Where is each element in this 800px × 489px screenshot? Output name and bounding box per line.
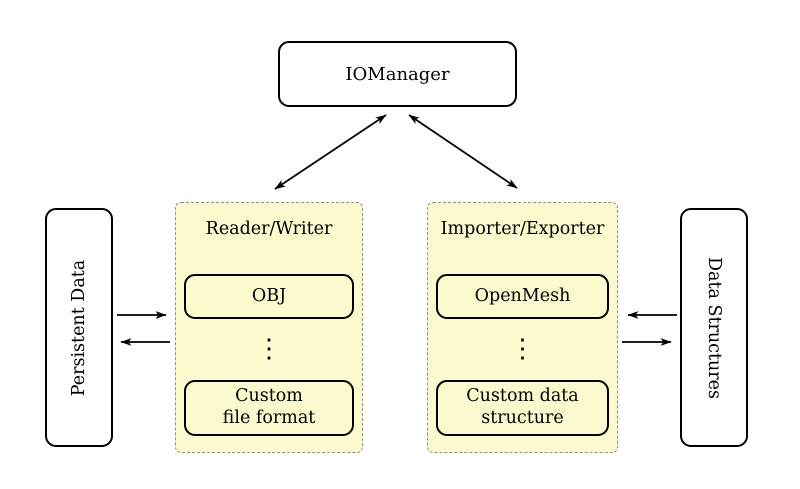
vertical-ellipsis-glyph: ⋮ [256,334,282,364]
custom-file-format-label: Custom file format [222,386,316,428]
iomanager-node: IOManager [278,41,517,107]
iomanager-label: IOManager [345,63,450,85]
data-structures-node: Data Structures [680,208,748,447]
openmesh-node: OpenMesh [436,274,609,319]
reader-writer-title: Reader/Writer [205,219,333,239]
importer-exporter-group: Importer/Exporter OpenMesh ⋮ Custom data… [427,202,618,453]
vertical-ellipsis: ⋮ [176,323,362,375]
data-structures-label: Data Structures [704,256,724,399]
persistent-data-node: Persistent Data [45,208,113,447]
openmesh-label: OpenMesh [474,285,571,306]
custom-file-format-node: Custom file format [184,380,354,436]
reader-writer-group: Reader/Writer OBJ ⋮ Custom file format [175,202,363,453]
obj-node: OBJ [184,274,354,319]
arrow-iomanager-reader-writer [274,114,387,190]
vertical-ellipsis-glyph: ⋮ [509,334,536,364]
vertical-ellipsis: ⋮ [428,323,617,375]
custom-data-structure-label: Custom data structure [466,386,579,428]
persistent-data-label: Persistent Data [69,259,89,396]
arrow-iomanager-importer-exporter [408,114,518,189]
obj-label: OBJ [251,285,287,306]
importer-exporter-title: Importer/Exporter [440,219,605,239]
custom-data-structure-node: Custom data structure [436,380,609,436]
